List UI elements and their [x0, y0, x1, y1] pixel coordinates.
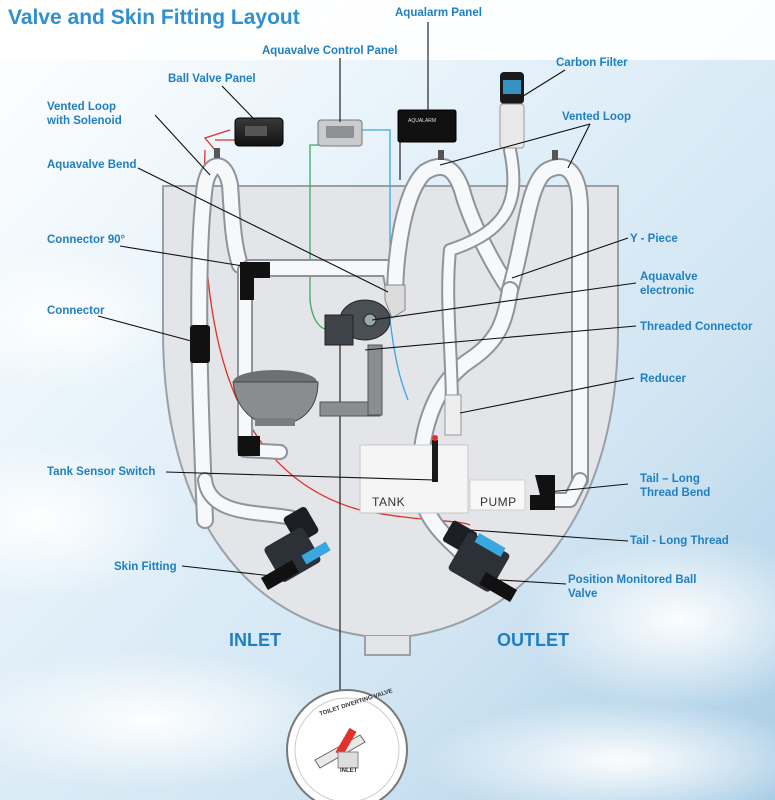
leader-lines — [97, 22, 637, 585]
ball-valve-panel — [234, 117, 284, 147]
leader-ball-valve — [221, 85, 256, 121]
reducer-part — [444, 394, 462, 436]
tank-sensor-switch — [432, 440, 438, 482]
leader-connector — [97, 315, 196, 343]
label-outlet: OUTLET — [497, 630, 569, 650]
page-title: Valve and Skin Fitting Layout — [8, 6, 300, 29]
leader-y-piece — [511, 237, 629, 279]
cloud — [0, 650, 350, 790]
label-ball-valve-panel: Ball Valve Panel — [168, 73, 256, 85]
label-reducer: Reducer — [640, 373, 687, 385]
leader-threaded-connector — [364, 325, 637, 351]
label-carbon-filter: Carbon Filter — [556, 57, 628, 69]
label-y-piece: Y - Piece — [630, 233, 678, 245]
leader-vented-loop-a — [439, 123, 591, 166]
vent-cap-mid — [438, 150, 444, 160]
label-vented-loop-solenoid-2: with Solenoid — [47, 115, 122, 127]
label-position-monitored-2: Valve — [568, 588, 598, 600]
label-tail-long-thread: Tail - Long Thread — [630, 535, 729, 547]
aqualarm-panel-text: AQUALARM — [408, 118, 437, 124]
leader-connector-90 — [119, 245, 256, 269]
label-position-monitored-1: Position Monitored Ball — [568, 574, 697, 586]
aqualarm-panel — [397, 109, 457, 143]
label-connector: Connector — [47, 305, 105, 317]
leader-tail-bend — [547, 483, 629, 493]
label-tail-long-thread-bend-1: Tail – Long — [640, 473, 700, 485]
leader-reducer — [459, 377, 635, 414]
label-connector-90: Connector 90° — [47, 234, 126, 246]
connector-left-bottom — [238, 436, 260, 456]
cloud — [0, 250, 180, 390]
label-skin-fitting: Skin Fitting — [114, 561, 177, 573]
label-threaded-connector: Threaded Connector — [640, 321, 753, 333]
leader-aquavalve-electronic — [371, 282, 637, 321]
leader-vented-loop-b — [567, 123, 591, 169]
label-aqualarm-panel: Aqualarm Panel — [395, 7, 482, 19]
label-vented-loop: Vented Loop — [562, 111, 631, 123]
connector-90-black — [240, 262, 270, 300]
label-aquavalve-electronic-1: Aquavalve — [640, 271, 698, 283]
diverting-valve-dial — [286, 689, 408, 800]
label-vented-loop-solenoid-1: Vented Loop — [47, 101, 116, 113]
cloud — [0, 440, 180, 600]
leader-position-monitored — [499, 579, 567, 585]
aquavalve-bend-part — [384, 284, 406, 319]
label-tank-sensor-switch: Tank Sensor Switch — [47, 466, 156, 478]
leader-tail-long — [469, 529, 629, 542]
keel — [364, 636, 411, 656]
dial-inlet-text: INLET — [340, 768, 358, 774]
cloud — [520, 530, 775, 710]
label-aquavalve-electronic-2: electronic — [640, 285, 695, 297]
label-tank: TANK — [372, 495, 406, 509]
label-inlet: INLET — [229, 630, 281, 650]
toilet-bowl — [232, 370, 319, 426]
aquavalve-electronic — [324, 299, 391, 346]
label-aquavalve-control-panel: Aquavalve Control Panel — [262, 45, 398, 57]
top-white — [0, 0, 775, 60]
label-aquavalve-bend: Aquavalve Bend — [47, 159, 137, 171]
label-tail-long-thread-bend-2: Thread Bend — [640, 487, 711, 499]
aquavalve-control-panel — [317, 119, 363, 147]
vent-cap-left — [214, 148, 220, 158]
label-pump: PUMP — [480, 495, 517, 509]
pump — [469, 479, 526, 511]
tail-bend-part — [530, 475, 555, 510]
leader-vented-loop-solenoid — [154, 114, 211, 176]
leader-tank-sensor — [165, 471, 436, 481]
skin-fitting-inlet — [260, 506, 331, 591]
toilet-pipe-vertical — [367, 344, 383, 416]
vent-cap-right — [552, 150, 558, 160]
connector-left — [190, 325, 210, 363]
leader-skin-fitting — [181, 565, 273, 577]
skin-fitting-outlet — [442, 520, 518, 603]
carbon-filter — [499, 72, 525, 149]
cloud — [420, 700, 775, 800]
leader-carbon-filter — [519, 69, 566, 99]
leader-aquavalve-bend — [137, 167, 389, 293]
